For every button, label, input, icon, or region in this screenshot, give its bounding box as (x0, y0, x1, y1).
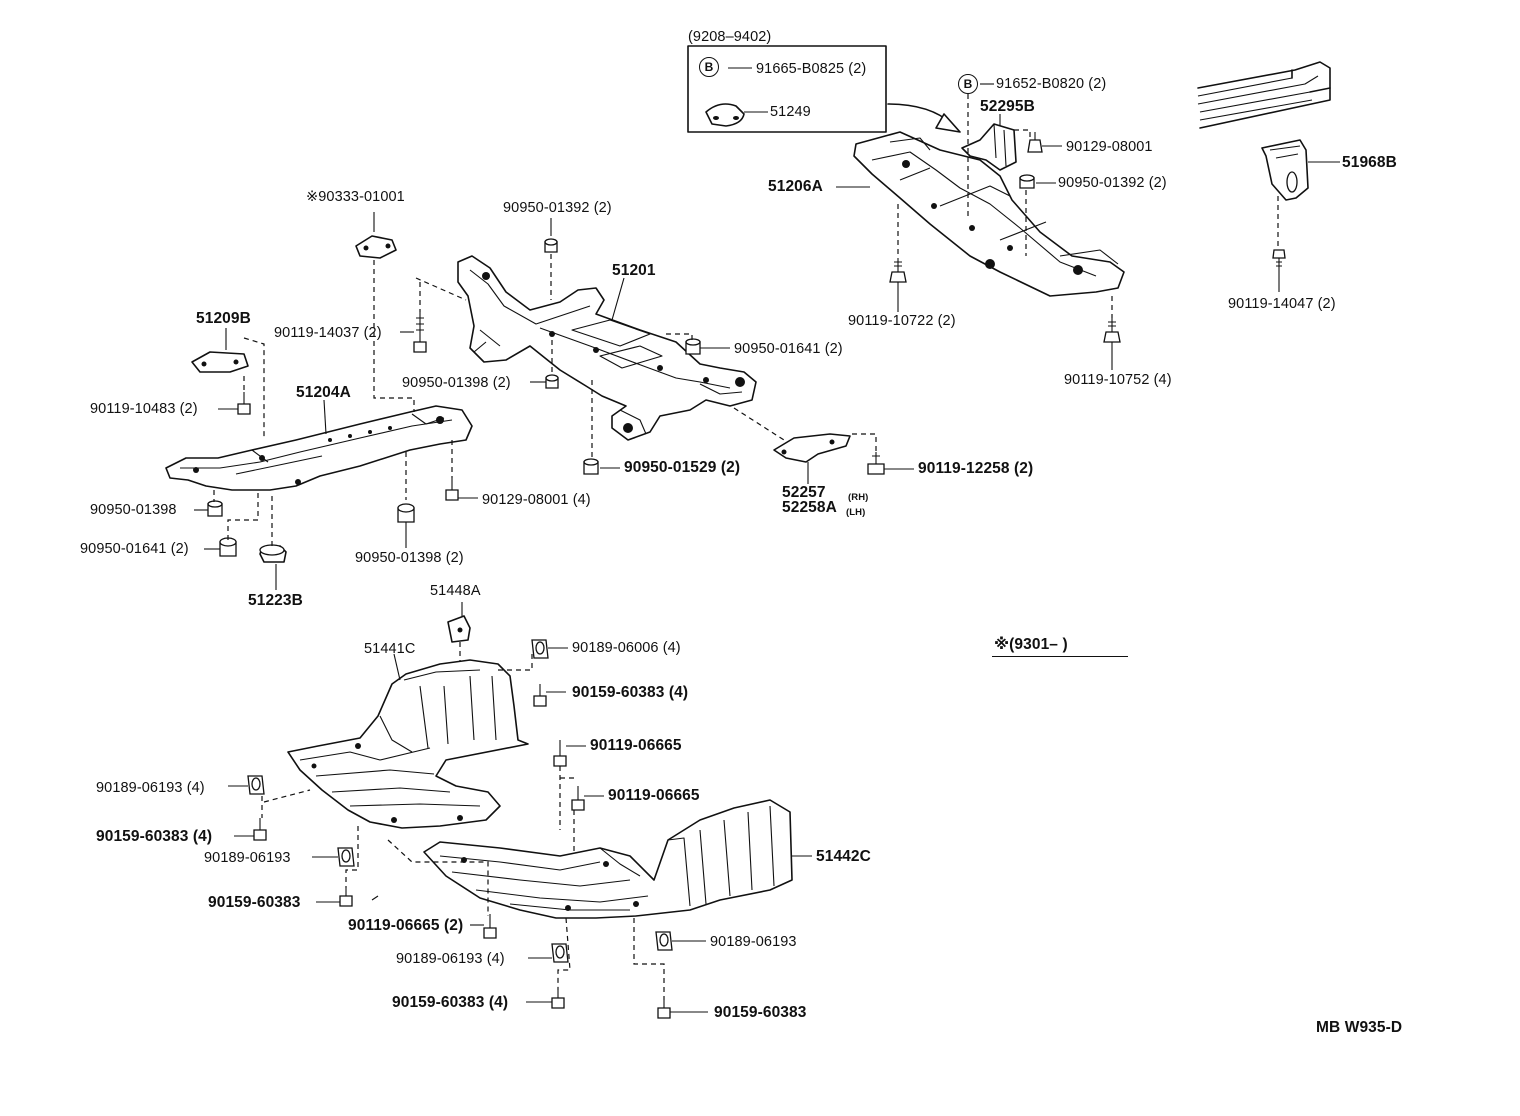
pad-51249 (705, 103, 745, 127)
cushion-90950-01398-bot (397, 503, 415, 523)
plate-51209B (191, 351, 249, 373)
label-90950-01392-right: 90950-01392 (2) (1058, 175, 1167, 191)
label-51441c: 51441C (364, 641, 416, 657)
bolt-90129-08001-top (1027, 132, 1043, 153)
label-lh: (LH) (846, 507, 866, 518)
label-90950-01398-bot: 90950-01398 (2) (355, 550, 464, 566)
label-90119-12258: 90119-12258 (2) (918, 460, 1034, 477)
inset-date-range: (9208–9402) (688, 29, 772, 45)
label-90119-14047: 90119-14047 (2) (1228, 296, 1336, 312)
cushion-90950-01529 (583, 458, 599, 475)
nut-90189-06193-d (655, 931, 673, 951)
label-51206a: 51206A (768, 178, 823, 195)
bolt-90119-10722 (889, 258, 907, 283)
inset-box (687, 45, 887, 133)
label-90119-10722: 90119-10722 (2) (848, 313, 956, 329)
label-52257: 52257 (782, 484, 826, 501)
bolt-90119-06665-a (553, 740, 567, 767)
bolt-90119-10483 (237, 392, 251, 415)
bracket-51968B (1261, 139, 1309, 201)
bolt-90159-60383-d (551, 990, 565, 1009)
bolt-90159-60383-b (253, 818, 267, 841)
cushion-90950-01641-left (219, 537, 237, 557)
cover-51441C (287, 659, 529, 829)
label-90119-10483: 90119-10483 (2) (90, 401, 198, 417)
bolt-90119-06665-b (571, 786, 585, 811)
label-90119-14037: 90119-14037 (2) (274, 325, 382, 341)
label-90950-01398-left: 90950-01398 (90, 502, 177, 518)
bracket-52257 (773, 433, 851, 463)
label-90159-60383-b: 90159-60383 (4) (96, 828, 213, 845)
bolt-90159-60383-c (339, 888, 353, 907)
bracket-52295B (961, 123, 1017, 171)
circled-b-marker: B (699, 57, 719, 77)
label-51209b: 51209B (196, 310, 251, 327)
cushion-90950-01398-left (207, 500, 223, 517)
bolt-90119-14047 (1272, 249, 1286, 272)
label-91665-b0825: 91665-B0825 (2) (756, 61, 867, 77)
frame-rail (1197, 61, 1331, 129)
label-51223b: 51223B (248, 592, 303, 609)
label-90950-01398-mid: 90950-01398 (2) (402, 375, 511, 391)
crossmember-51206A (853, 131, 1125, 297)
bolt-90129-08001-left (445, 478, 459, 501)
nut-90189-06193-c (551, 943, 569, 963)
label-90129-08001-top: 90129-08001 (1066, 139, 1153, 155)
label-90189-06193-a: 90189-06193 (4) (96, 780, 205, 796)
bolt-90159-60383-e (657, 1000, 671, 1019)
label-90189-06006: 90189-06006 (4) (572, 640, 681, 656)
cushion-90950-01392-mid (544, 238, 558, 253)
cushion-90950-01641-mid (685, 338, 701, 355)
bolt-90119-10752 (1103, 318, 1121, 343)
label-51968b: 51968B (1342, 154, 1397, 171)
nut-90189-06193-b (337, 847, 355, 867)
note-underline (992, 656, 1128, 657)
figure-code: MB W935-D (1316, 1019, 1403, 1036)
label-51448a: 51448A (430, 583, 481, 599)
label-51204a: 51204A (296, 384, 351, 401)
label-90119-06665-b: 90119-06665 (608, 787, 700, 804)
label-90189-06193-c: 90189-06193 (4) (396, 951, 505, 967)
label-90119-06665-a: 90119-06665 (590, 737, 682, 754)
label-90129-08001-left: 90129-08001 (4) (482, 492, 591, 508)
label-51201: 51201 (612, 262, 656, 279)
bolt-90119-06665-c (483, 914, 497, 939)
clip-51448A (447, 615, 471, 643)
nut-90189-06193-a (247, 775, 265, 795)
label-51249: 51249 (770, 104, 811, 120)
bolt-90119-14037 (413, 312, 427, 353)
label-91652-b0820: 91652-B0820 (2) (996, 76, 1107, 92)
cushion-90950-01398-mid (545, 374, 559, 389)
crossmember-51204A (165, 405, 473, 491)
bolt-90159-60383-a (533, 684, 547, 707)
label-90159-60383-a: 90159-60383 (4) (572, 684, 689, 701)
label-51442c: 51442C (816, 848, 871, 865)
label-90159-60383-e: 90159-60383 (714, 1004, 807, 1021)
label-90950-01641-left: 90950-01641 (2) (80, 541, 189, 557)
label-90950-01529: 90950-01529 (2) (624, 459, 741, 476)
label-90159-60383-d: 90159-60383 (4) (392, 994, 509, 1011)
crossmember-51201 (457, 255, 757, 441)
bolt-90119-12258 (867, 452, 885, 475)
label-52295b: 52295B (980, 98, 1035, 115)
label-90159-60383-c: 90159-60383 (208, 894, 301, 911)
label-90950-01641-mid: 90950-01641 (2) (734, 341, 843, 357)
note-date-range: ※(9301– ) (994, 636, 1068, 653)
label-90189-06193-d: 90189-06193 (710, 934, 797, 950)
pad-90333-01001 (355, 235, 397, 259)
label-90333-01001: ※90333-01001 (306, 189, 405, 205)
stopper-51223B (259, 544, 287, 563)
label-90950-01392-mid: 90950-01392 (2) (503, 200, 612, 216)
label-90119-10752: 90119-10752 (4) (1064, 372, 1172, 388)
nut-90189-06006 (531, 639, 549, 659)
label-rh: (RH) (848, 492, 869, 503)
label-90189-06193-b: 90189-06193 (204, 850, 291, 866)
cushion-90950-01392-right (1019, 174, 1035, 189)
label-90119-06665-c: 90119-06665 (2) (348, 917, 464, 934)
cover-51442C (423, 799, 793, 919)
circled-b-marker: B (958, 74, 978, 94)
label-52258a: 52258A (782, 499, 837, 516)
